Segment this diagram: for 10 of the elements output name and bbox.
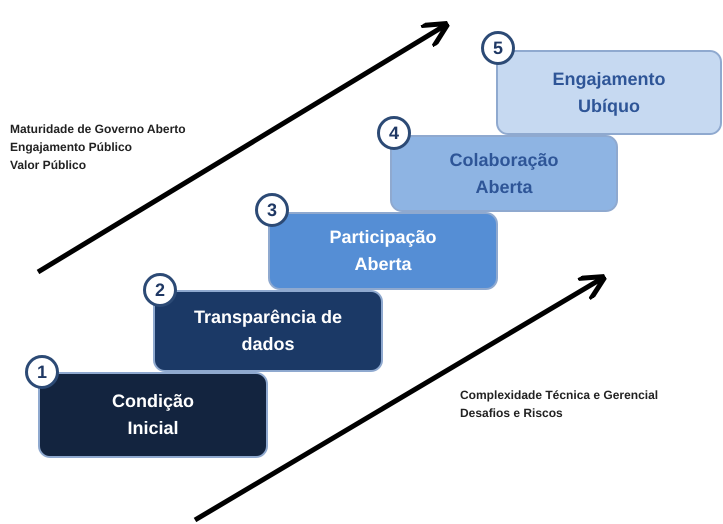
axis-note: Complexidade Técnica e Gerencial	[460, 387, 658, 404]
step-title: Transparência de dados	[192, 306, 344, 356]
step-title: Engajamento Ubíquo	[551, 68, 667, 118]
step-title: Colaboração Aberta	[448, 148, 560, 198]
axis-note: Desafios e Riscos	[460, 405, 564, 422]
step-title: Condição Inicial	[110, 390, 195, 440]
axis-note: Engajamento Público	[10, 139, 134, 156]
axis-note: Maturidade de Governo Aberto	[10, 121, 186, 138]
step-title: Participação Aberta	[328, 226, 438, 276]
axis-note: Valor Público	[10, 157, 88, 174]
